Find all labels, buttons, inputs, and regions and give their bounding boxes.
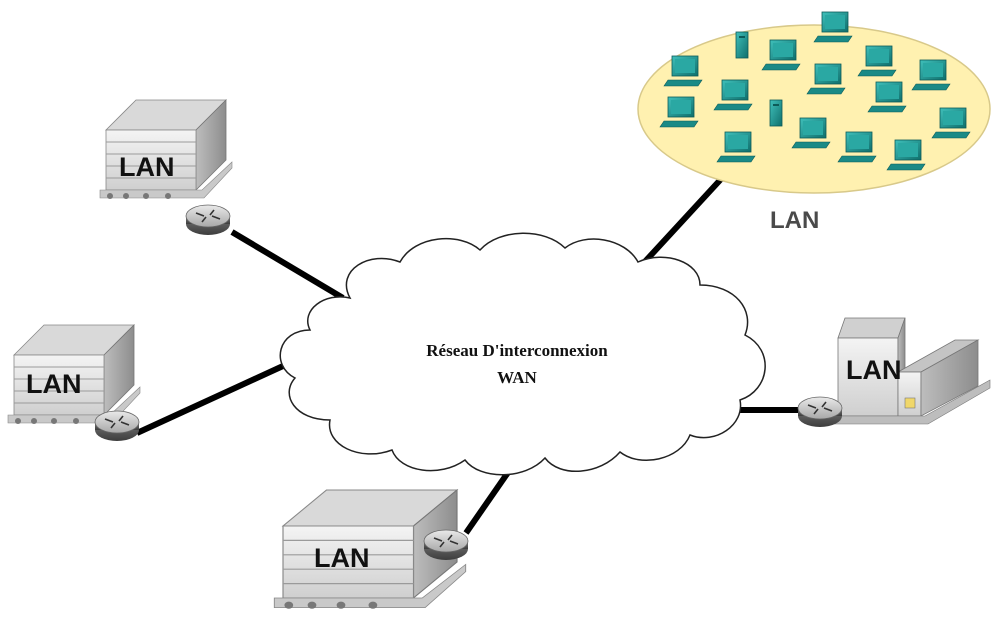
router-icon [185,204,231,236]
router-icon [797,396,843,428]
cloud-label-line1: Réseau D'interconnexion [426,341,608,360]
link-mid-left [135,363,285,436]
wan-cloud: Réseau D'interconnexion WAN [279,232,766,476]
lan-top-left-label: LAN [119,152,175,182]
lan-mid-left: LAN [7,324,141,442]
lan-mid-left-label: LAN [26,369,82,399]
lan-bottom: LAN [273,489,469,610]
lan-top-right-label: LAN [770,207,819,234]
lan-right-label: LAN [846,355,902,385]
lan-top-right: LAN [637,11,991,234]
building-icon [99,99,233,200]
cloud-label-line2: WAN [497,368,537,387]
cloud-icon [279,232,766,476]
link-top-left [230,229,345,301]
link-top-right [637,175,725,270]
building-icon [829,317,991,425]
router-icon [94,410,140,442]
lan-top-left: LAN [99,99,233,236]
router-icon [423,529,469,561]
server-tower-icon [769,99,783,127]
server-tower-icon [735,31,749,59]
lan-bottom-label: LAN [314,543,370,573]
lan-right: LAN [797,317,991,428]
